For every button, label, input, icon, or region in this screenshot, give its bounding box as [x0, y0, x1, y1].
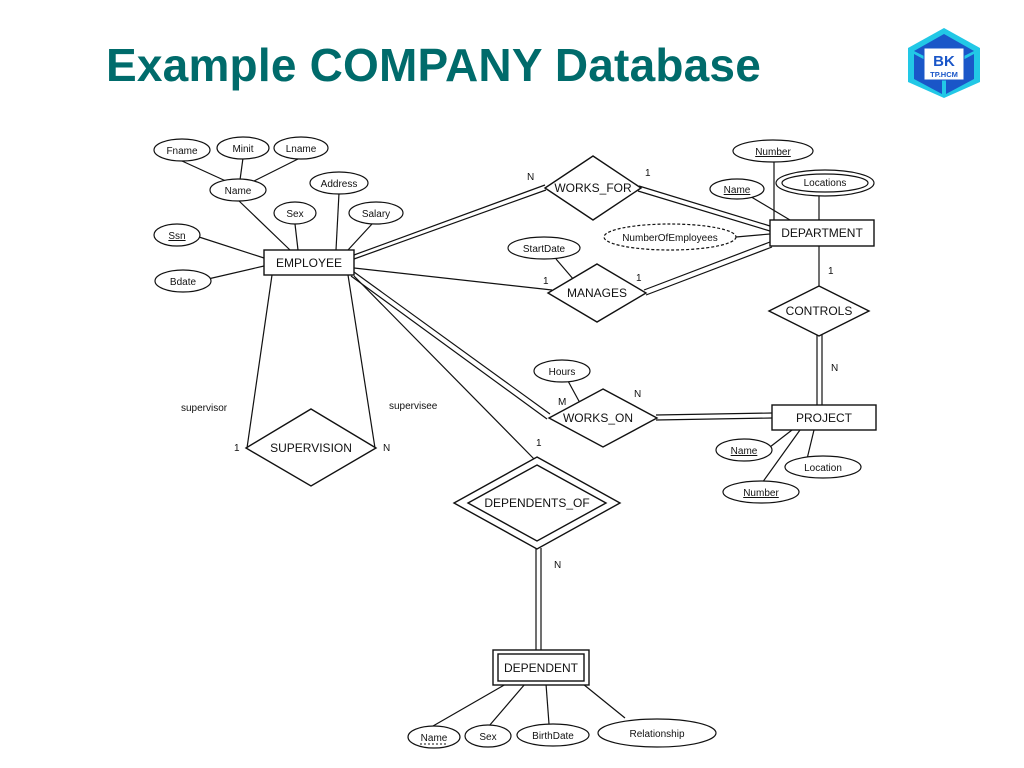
cardinality-works-for-department: 1 — [645, 168, 651, 179]
svg-text:NumberOfEmployees: NumberOfEmployees — [622, 233, 718, 244]
svg-text:Minit: Minit — [232, 144, 253, 155]
svg-text:Locations: Locations — [804, 178, 847, 189]
svg-text:Sex: Sex — [479, 732, 496, 743]
entity-project[interactable]: PROJECT — [771, 404, 877, 431]
cardinality-works-on-project: N — [634, 389, 641, 400]
svg-text:Relationship: Relationship — [629, 729, 684, 740]
attribute-bdate: Bdate — [154, 269, 212, 293]
svg-text:Number: Number — [755, 147, 791, 158]
svg-text:Location: Location — [804, 463, 842, 474]
cardinality-dependents-of-employee: 1 — [536, 438, 542, 449]
svg-text:Fname: Fname — [166, 146, 198, 157]
entity-project-label: PROJECT — [796, 411, 853, 425]
svg-text:Number: Number — [743, 488, 779, 499]
attribute-department-name-key: Name — [709, 178, 765, 200]
attribute-minit: Minit — [216, 136, 270, 160]
svg-text:StartDate: StartDate — [523, 244, 566, 255]
entity-dependent-weak[interactable]: DEPENDENT — [492, 649, 590, 686]
svg-text:Lname: Lname — [286, 144, 317, 155]
cardinality-controls-department: 1 — [828, 266, 834, 277]
relationship-works-on[interactable]: WORKS_ON — [547, 388, 659, 448]
svg-text:Salary: Salary — [362, 209, 390, 220]
cardinality-manages-department: 1 — [636, 273, 642, 284]
cardinality-supervision-supervisor: 1 — [234, 443, 240, 454]
attribute-department-number-key: Number — [732, 139, 814, 163]
cardinality-works-on-employee: M — [558, 397, 566, 408]
relationship-works-for-label: WORKS_FOR — [554, 181, 632, 195]
attribute-lname: Lname — [273, 136, 329, 160]
svg-text:BirthDate: BirthDate — [532, 731, 574, 742]
entity-dependent-label: DEPENDENT — [504, 661, 579, 675]
relationship-works-for[interactable]: WORKS_FOR — [543, 155, 643, 221]
svg-text:Bdate: Bdate — [170, 277, 197, 288]
attribute-start-date: StartDate — [507, 236, 581, 260]
svg-text:Name: Name — [421, 733, 448, 744]
svg-text:Ssn: Ssn — [168, 231, 185, 242]
attribute-salary: Salary — [348, 201, 404, 225]
cardinality-controls-project: N — [831, 363, 838, 374]
attribute-locations-multivalued: Locations — [775, 169, 875, 197]
cardinality-works-for-employee: N — [527, 172, 534, 183]
entity-department-label: DEPARTMENT — [781, 226, 863, 240]
attribute-employee-sex: Sex — [273, 201, 317, 225]
slide-title: Example COMPANY Database — [106, 39, 761, 91]
relationship-dependents-of-identifying[interactable]: DEPENDENTS_OF — [452, 456, 622, 550]
cardinality-manages-employee: 1 — [543, 276, 549, 287]
relationship-works-on-label: WORKS_ON — [563, 411, 633, 425]
relationship-supervision[interactable]: SUPERVISION — [244, 408, 378, 487]
role-supervisor-label: supervisor — [181, 403, 228, 414]
cardinality-supervision-supervisee: N — [383, 443, 390, 454]
logo-text-bk: BK — [933, 53, 955, 70]
logo-text-city: TP.HCM — [930, 70, 958, 79]
svg-text:Name: Name — [225, 186, 252, 197]
connector-lines — [181, 157, 823, 727]
attribute-birth-date: BirthDate — [516, 723, 590, 747]
svg-text:Name: Name — [731, 446, 758, 457]
entity-employee-label: EMPLOYEE — [276, 256, 342, 270]
relationship-dependents-of-label: DEPENDENTS_OF — [484, 496, 589, 510]
svg-text:Sex: Sex — [286, 209, 303, 220]
entity-department[interactable]: DEPARTMENT — [769, 219, 875, 247]
attribute-employee-name: Name — [209, 178, 267, 202]
attribute-dependent-name-partial-key: Name — [407, 725, 461, 749]
attribute-fname: Fname — [153, 138, 211, 162]
svg-text:Address: Address — [321, 179, 358, 190]
attribute-project-location: Location — [784, 455, 862, 479]
relationship-controls-label: CONTROLS — [786, 304, 853, 318]
bk-logo: BK TP.HCM — [908, 28, 980, 98]
attribute-project-name-key: Name — [715, 438, 773, 462]
attribute-ssn-key: Ssn — [153, 223, 201, 247]
entity-employee[interactable]: EMPLOYEE — [263, 249, 355, 276]
relationship-manages-label: MANAGES — [567, 286, 627, 300]
cardinality-dependents-of-dependent: N — [554, 560, 561, 571]
attribute-address: Address — [309, 171, 369, 195]
svg-text:Name: Name — [724, 185, 751, 196]
relationship-supervision-label: SUPERVISION — [270, 441, 352, 455]
attribute-number-of-employees-derived: NumberOfEmployees — [603, 223, 737, 251]
attribute-relationship: Relationship — [597, 718, 717, 748]
role-supervisee-label: supervisee — [389, 401, 438, 412]
relationship-controls[interactable]: CONTROLS — [767, 285, 871, 337]
relationship-manages[interactable]: MANAGES — [546, 263, 648, 323]
svg-text:Hours: Hours — [549, 367, 576, 378]
attribute-hours: Hours — [533, 359, 591, 383]
attribute-dependent-sex: Sex — [464, 724, 512, 748]
attribute-project-number-key: Number — [722, 480, 800, 504]
